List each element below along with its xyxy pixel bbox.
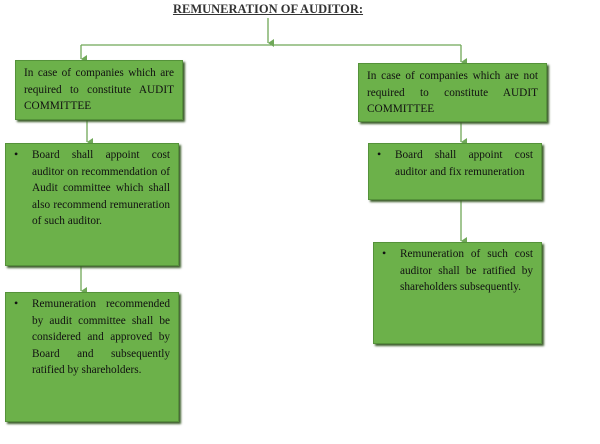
right-heading-box: In case of companies which are not requi…	[358, 63, 547, 122]
right-step1-box: Board shall appoint cost auditor and fix…	[368, 143, 542, 200]
left-step1-box: Board shall appoint cost auditor on reco…	[5, 143, 179, 266]
diagram-title: REMUNERATION OF AUDITOR:	[172, 2, 364, 16]
left-heading-box: In case of companies which are required …	[15, 60, 183, 120]
left-step2-box: Remuneration recommended by audit commit…	[5, 292, 179, 422]
right-step2-box: Remuneration of such cost auditor shall …	[373, 242, 542, 344]
